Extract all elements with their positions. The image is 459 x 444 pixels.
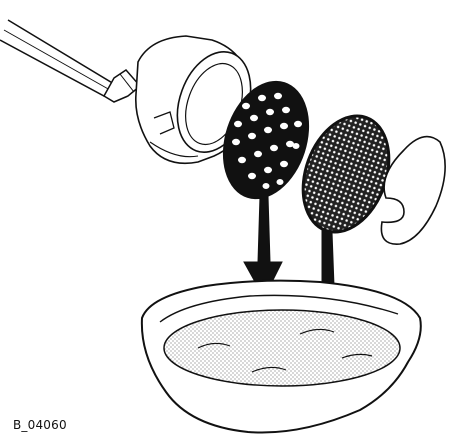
- figure-code: B_04060: [13, 418, 67, 432]
- handle-shaft: [0, 20, 140, 102]
- cleaning-bowl: [142, 281, 421, 433]
- seal-gasket: [381, 137, 445, 245]
